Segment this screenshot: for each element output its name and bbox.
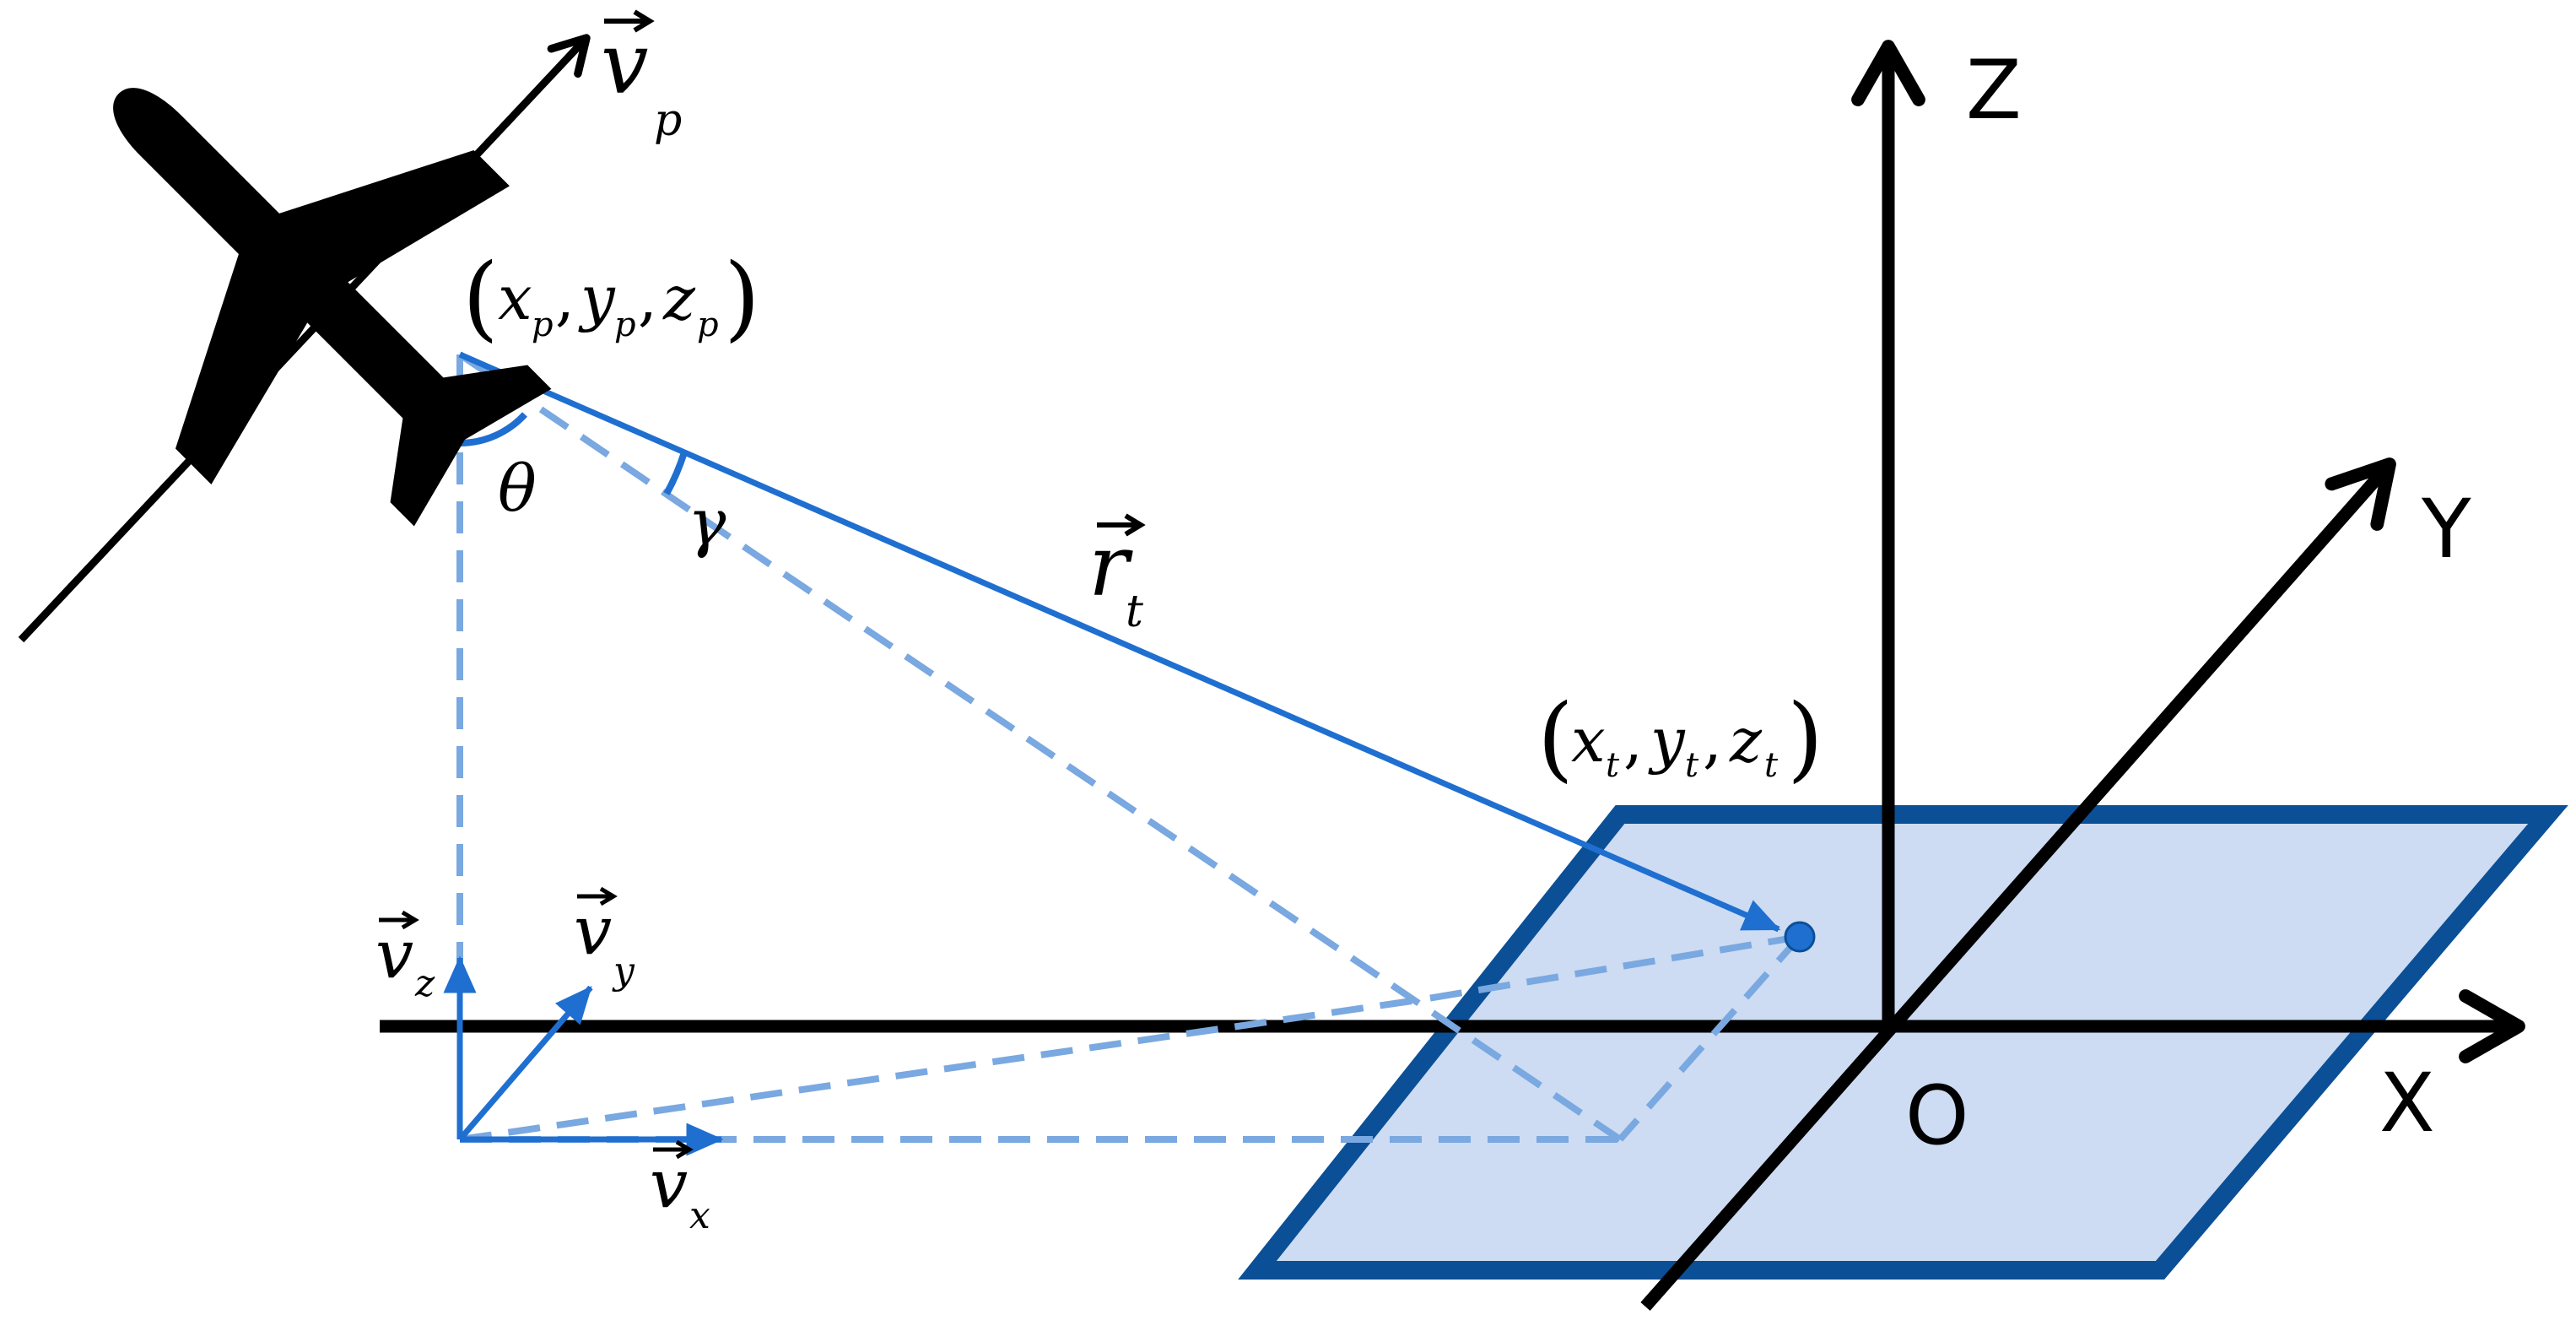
vx-label: v x bbox=[650, 1139, 710, 1237]
platform-comma-1: , bbox=[555, 262, 575, 333]
platform-comma-2: , bbox=[638, 262, 657, 333]
ground-plane bbox=[1238, 805, 2568, 1280]
theta-label: θ bbox=[498, 451, 537, 526]
origin-label: O bbox=[1905, 1069, 1969, 1163]
target-y-sub: t bbox=[1685, 746, 1699, 785]
platform-y-sub: p bbox=[614, 306, 636, 344]
rt-arrow-head bbox=[1124, 513, 1146, 537]
vz-symbol: v bbox=[375, 915, 413, 993]
z-axis-label: Z bbox=[1966, 43, 2022, 138]
vx-arrow-head bbox=[675, 1139, 694, 1160]
target-z: z bbox=[1729, 705, 1763, 776]
vp-symbol: v bbox=[601, 14, 649, 113]
range-vector-label: r t bbox=[1088, 513, 1146, 637]
target-x-sub: t bbox=[1606, 746, 1620, 785]
target-rparen: ) bbox=[1787, 684, 1823, 792]
target-comma-2: , bbox=[1703, 705, 1722, 776]
x-axis-label: X bbox=[2379, 1056, 2435, 1150]
target-comma-1: , bbox=[1623, 705, 1643, 776]
vy-vector bbox=[457, 985, 593, 1142]
range-vector bbox=[458, 351, 1781, 933]
platform-lparen: ( bbox=[462, 243, 499, 351]
target-to-near-point-line bbox=[1417, 933, 1801, 1004]
platform-velocity-label: v p bbox=[601, 9, 682, 146]
vp-arrow-head bbox=[633, 9, 655, 33]
velocity-components bbox=[443, 955, 724, 1156]
target-x: x bbox=[1571, 705, 1606, 776]
vx-subscript: x bbox=[689, 1194, 710, 1237]
vx-symbol: v bbox=[650, 1144, 688, 1223]
rt-subscript: t bbox=[1126, 587, 1143, 637]
target-point bbox=[1784, 921, 1816, 953]
platform-flight-path bbox=[18, 34, 591, 643]
target-lparen: ( bbox=[1537, 684, 1574, 792]
y-axis bbox=[1640, 457, 2396, 1311]
dashed-projection-lines bbox=[456, 351, 1802, 1143]
gamma-label: γ bbox=[688, 484, 726, 560]
platform-x: x bbox=[498, 262, 532, 333]
broadside-line bbox=[457, 351, 1623, 1143]
platform-rparen: ) bbox=[724, 243, 760, 351]
platform-y: y bbox=[578, 262, 616, 333]
theta-angle-arc bbox=[459, 412, 527, 446]
airplane-icon bbox=[113, 88, 552, 527]
ground-range-line bbox=[459, 997, 1418, 1143]
vp-subscript: p bbox=[654, 95, 682, 146]
target-y: y bbox=[1648, 705, 1686, 776]
platform-z-sub: p bbox=[697, 306, 719, 344]
vy-symbol: v bbox=[574, 891, 612, 970]
platform-z: z bbox=[662, 262, 696, 333]
platform-position-label: ( x p , y p , z p ) bbox=[462, 243, 760, 351]
target-position-label: ( x t , y t , z t ) bbox=[1537, 684, 1823, 792]
platform-x-sub: p bbox=[532, 306, 554, 344]
vy-subscript: y bbox=[612, 950, 635, 993]
vy-arrow-head bbox=[599, 886, 618, 906]
y-axis-label: Y bbox=[2421, 482, 2471, 576]
vz-arrow-head bbox=[401, 910, 419, 930]
target-to-ground-line bbox=[1617, 934, 1802, 1142]
target-z-sub: t bbox=[1764, 746, 1779, 785]
vz-subscript: z bbox=[414, 962, 435, 1005]
vz-label: v z bbox=[375, 910, 435, 1005]
gamma-angle-arc bbox=[663, 451, 688, 495]
vy-label: v y bbox=[574, 886, 635, 993]
